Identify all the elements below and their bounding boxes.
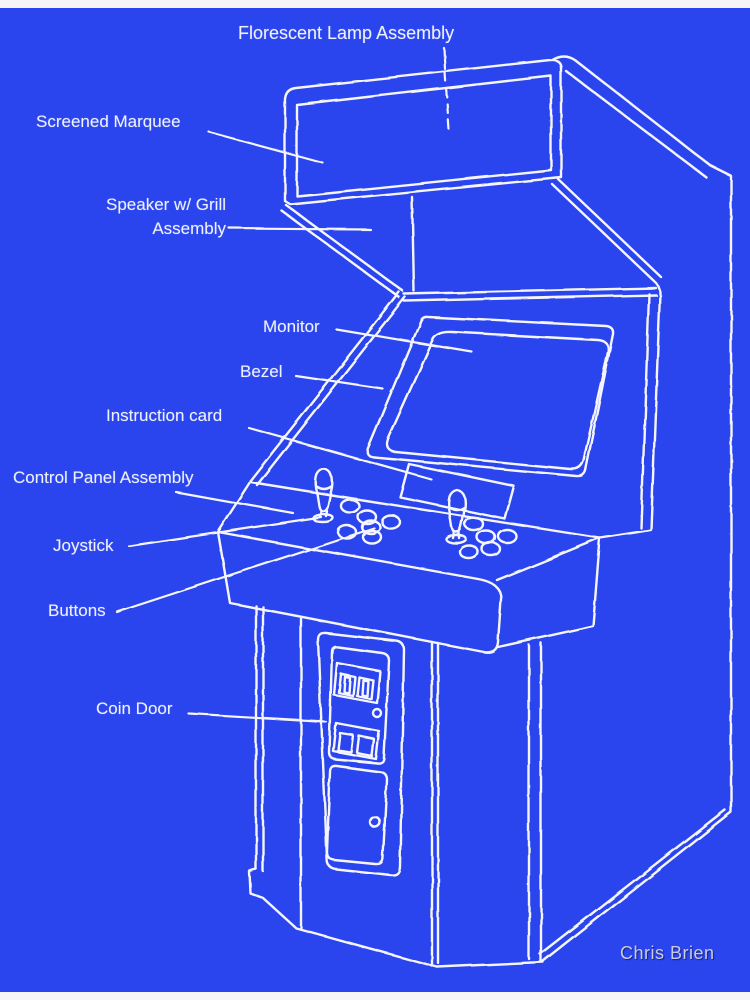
joystick-left [311,467,335,524]
label-speaker-assembly: Speaker w/ Grill Assembly [62,193,226,241]
side-panel-outline [538,54,733,963]
label-instruction-card: Instruction card [106,406,223,425]
cabinet-left-edge [248,203,407,487]
lower-cabinet-outline [247,604,545,969]
monitor-bezel-outline [366,315,615,478]
control-panel-outline [216,480,602,654]
leader-monitor [334,327,474,354]
label-control-panel-assembly: Control Panel Assembly [13,468,194,487]
leader-coin-door [187,712,328,724]
label-monitor: Monitor [263,317,320,336]
leader-bezel [294,374,385,391]
artist-credit: Chris Brien [620,943,715,963]
label-speaker-line2: Assembly [152,219,226,238]
speaker-panel-outline [402,177,663,303]
label-screened-marquee: Screened Marquee [36,112,181,131]
leader-lines [115,46,474,724]
coin-door-outline [316,631,406,877]
monitor-opening-right-edge [598,291,662,540]
leader-speaker [227,226,372,231]
instruction-card-outline [398,462,516,521]
leader-instruction-card [247,426,433,481]
joystick-right [444,488,468,545]
label-speaker-line1: Speaker w/ Grill [106,195,226,214]
leader-florescent-lamp-solid [442,46,447,71]
leader-control-panel [174,490,295,515]
leader-buttons [115,526,376,614]
label-florescent-lamp-assembly: Florescent Lamp Assembly [238,23,455,43]
paper-strip-top [0,0,750,8]
leader-florescent-lamp-dashed [443,70,451,132]
buttons-cluster [336,498,518,560]
label-buttons: Buttons [48,601,106,620]
label-joystick: Joystick [53,536,114,555]
leader-screened-marquee [207,130,325,165]
marquee-outline [283,58,563,206]
leader-joystick [127,515,323,548]
label-bezel: Bezel [240,362,283,381]
paper-strip-bottom [0,992,750,1000]
crt-screen-outline [385,330,610,471]
label-coin-door: Coin Door [96,699,173,718]
